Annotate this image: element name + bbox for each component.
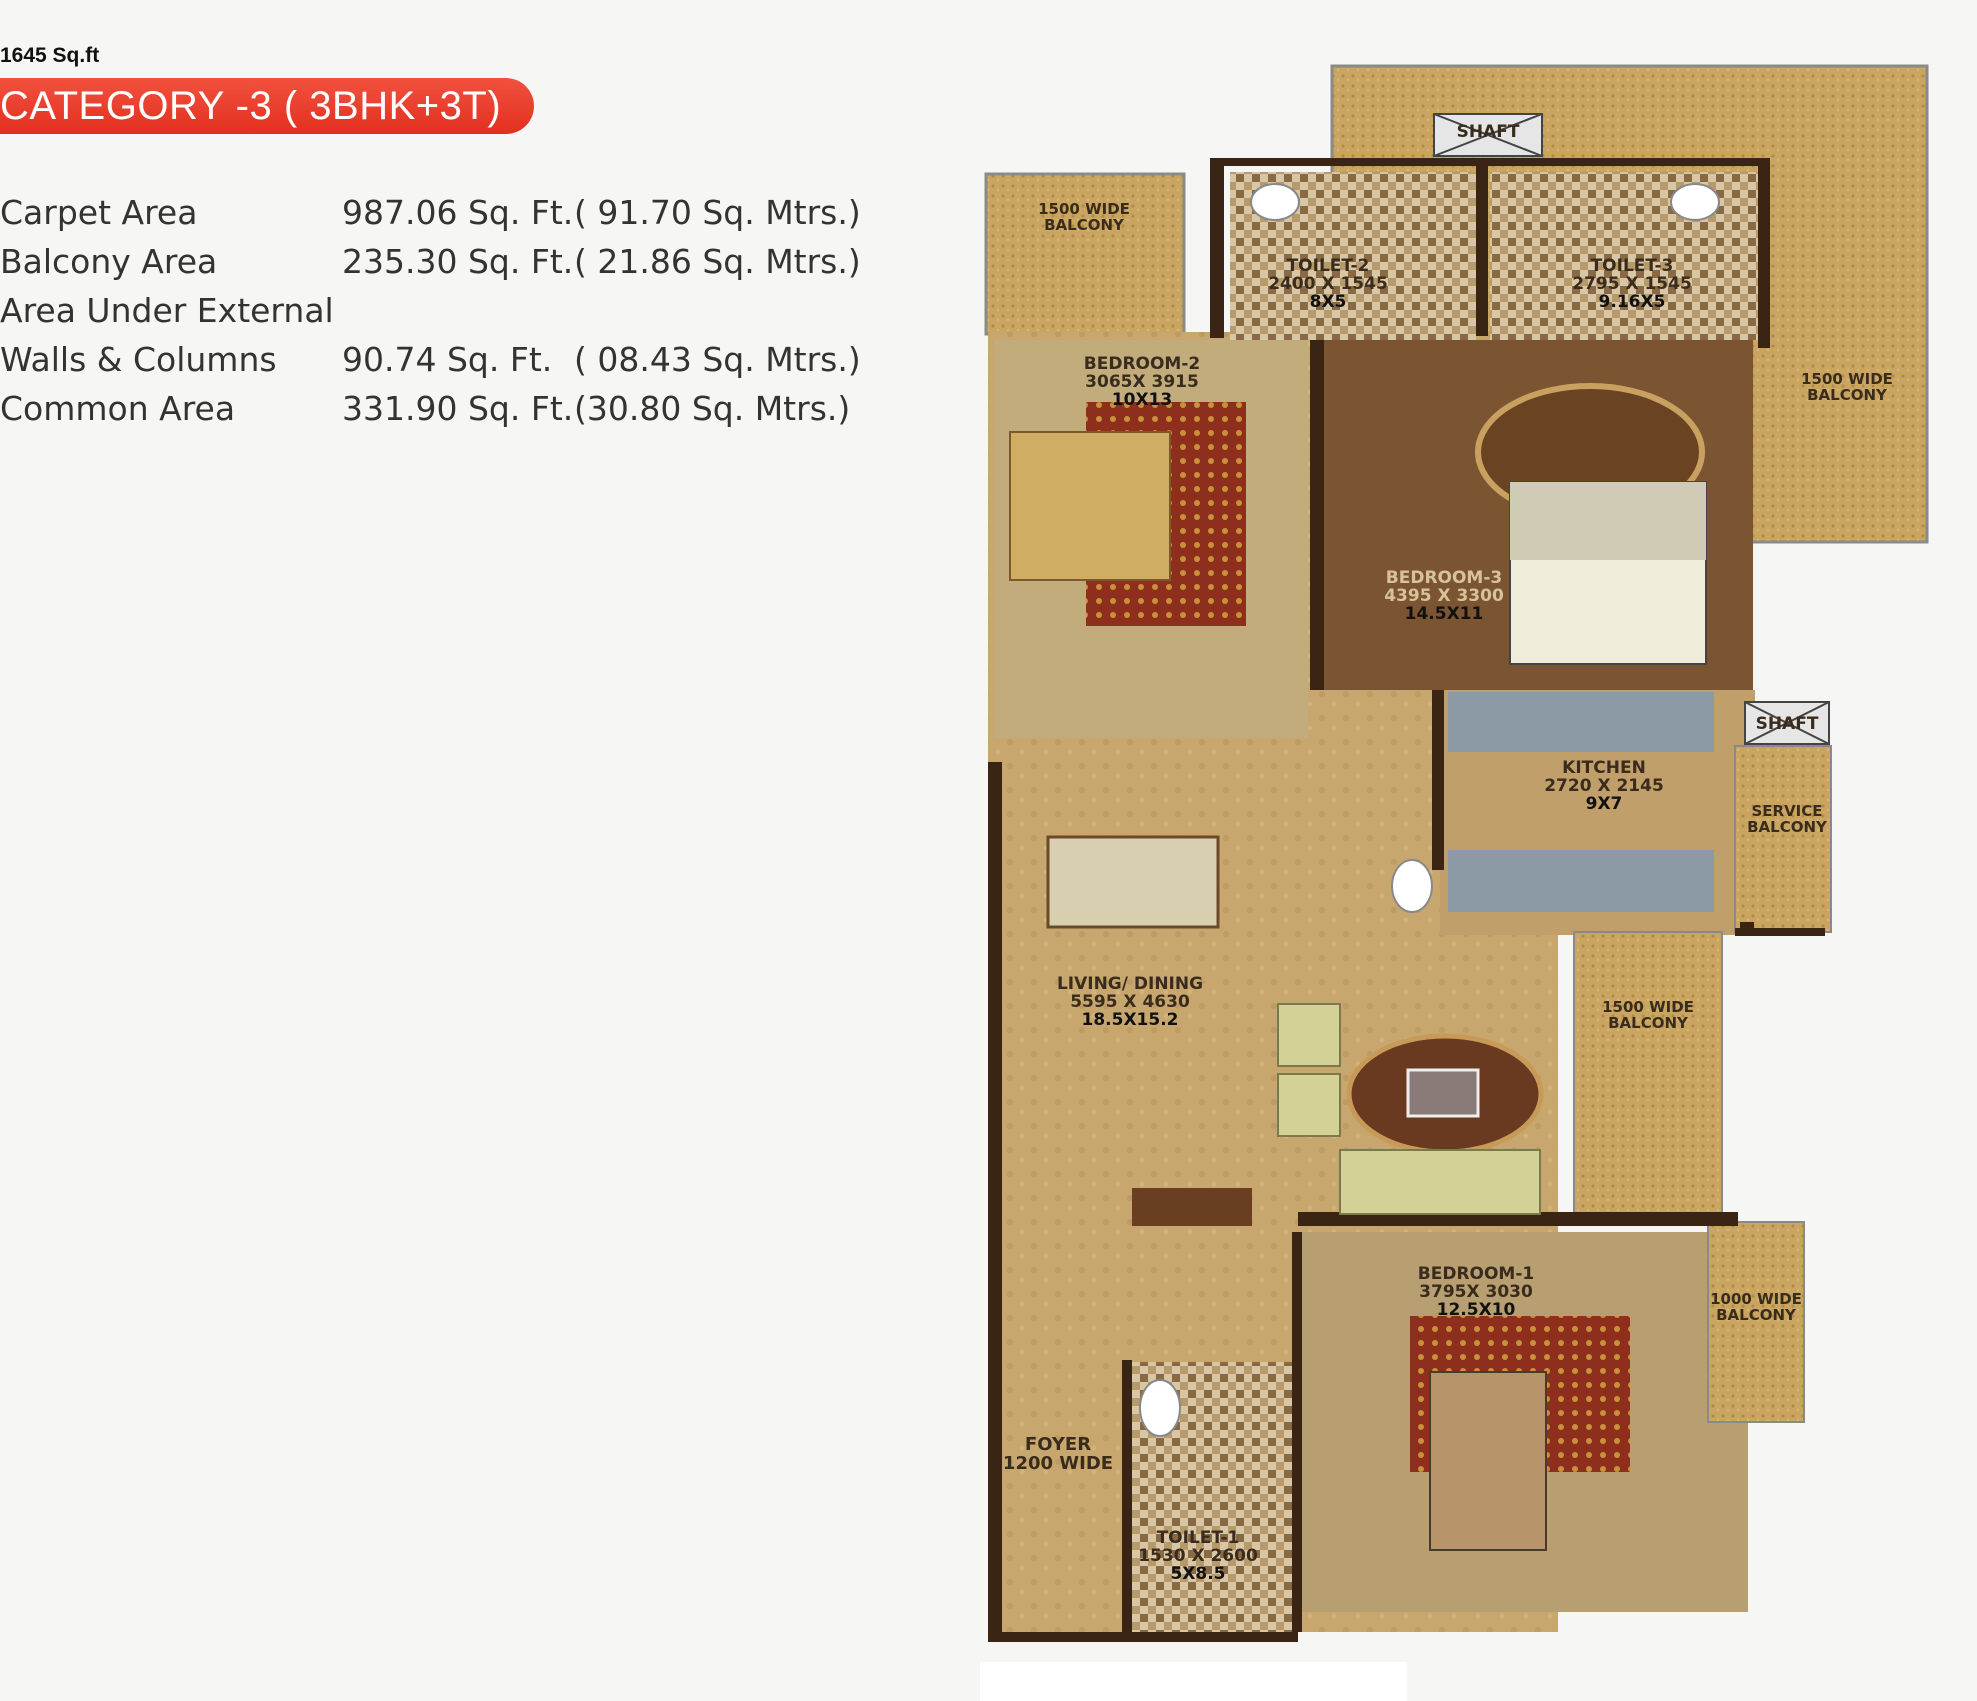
room-dims: 5595 X 4630 xyxy=(1070,991,1190,1012)
area-sqm: (30.80 Sq. Mtrs.) xyxy=(574,389,851,428)
label-balcony-right-top: 1500 WIDE BALCONY xyxy=(1801,370,1893,404)
area-label: Balcony Area xyxy=(0,242,218,281)
bedroom-1-bed xyxy=(1429,1371,1547,1551)
room-dims: 3065X 3915 xyxy=(1085,371,1199,392)
area-label: Walls & Columns xyxy=(0,340,277,379)
room-dims: 2720 X 2145 xyxy=(1544,775,1664,796)
tv-unit xyxy=(1132,1188,1252,1226)
room-dims: 1530 X 2600 xyxy=(1138,1545,1258,1566)
armchair xyxy=(1277,1003,1341,1067)
washbasin xyxy=(1139,1379,1181,1437)
size-note: 1645 Sq.ft xyxy=(0,44,100,67)
area-sqft: 331.90 Sq. Ft. xyxy=(342,389,574,428)
label-bedroom-3: BEDROOM-3 4395 X 3300 14.5X11 xyxy=(1384,568,1504,624)
room-name: BEDROOM-2 xyxy=(1083,354,1201,374)
room-feet: 9.16X5 xyxy=(1598,291,1666,312)
area-row: Carpet Area 987.06 Sq. Ft. ( 91.70 Sq. M… xyxy=(0,188,861,237)
bedroom-2-bed xyxy=(1009,431,1171,581)
label-toilet-1: TOILET-1 1530 X 2600 5X8.5 xyxy=(1138,1528,1258,1584)
washbasin xyxy=(1670,183,1720,221)
room-name-2: BALCONY xyxy=(1044,215,1124,234)
room-name: FOYER xyxy=(1024,1434,1092,1455)
footer-patch xyxy=(980,1662,1407,1701)
room-name-2: BALCONY xyxy=(1807,385,1887,404)
area-sqft: 90.74 Sq. Ft. xyxy=(342,340,553,379)
area-row: Area Under External xyxy=(0,286,861,335)
balcony-top-left xyxy=(984,172,1186,336)
label-foyer: FOYER 1200 WIDE xyxy=(1002,1434,1114,1474)
label-toilet-3: TOILET-3 2795 X 1545 9.16X5 xyxy=(1572,256,1692,312)
room-name: SERVICE xyxy=(1751,802,1823,820)
room-dims: 2795 X 1545 xyxy=(1572,273,1692,294)
balcony-mid-right xyxy=(1573,931,1723,1218)
room-dims: 2400 X 1545 xyxy=(1268,273,1388,294)
room-name: SHAFT xyxy=(1755,714,1819,734)
room-name: KITCHEN xyxy=(1562,758,1646,778)
room-feet: 14.5X11 xyxy=(1404,603,1484,624)
coffee-table xyxy=(1406,1068,1480,1118)
label-shaft-top: SHAFT xyxy=(1456,122,1520,142)
floor-plan: 1500 WIDE BALCONY SHAFT TOILET-2 2400 X … xyxy=(980,62,1945,1657)
area-sqft: 987.06 Sq. Ft. xyxy=(342,193,574,232)
kitchen-counter-bottom xyxy=(1448,850,1714,912)
room-feet: 8X5 xyxy=(1309,291,1347,312)
washbasin xyxy=(1391,859,1433,913)
room-name-2: BALCONY xyxy=(1716,1305,1796,1324)
walls xyxy=(988,158,1825,1642)
sofa xyxy=(1339,1149,1541,1215)
armchair xyxy=(1277,1073,1341,1137)
room-name: TOILET-3 xyxy=(1590,256,1674,276)
balcony-1000 xyxy=(1707,1221,1805,1423)
label-bedroom-1: BEDROOM-1 3795X 3030 12.5X10 xyxy=(1417,1264,1535,1320)
service-balcony-area xyxy=(1734,745,1832,933)
room-name: 1500 WIDE xyxy=(1038,200,1130,218)
area-sqm: ( 91.70 Sq. Mtrs.) xyxy=(574,193,861,232)
area-label: Common Area xyxy=(0,389,236,428)
washbasin xyxy=(1250,183,1300,221)
room-dims: 3795X 3030 xyxy=(1419,1281,1533,1302)
area-sqm: ( 21.86 Sq. Mtrs.) xyxy=(574,242,861,281)
room-name: LIVING/ DINING xyxy=(1056,974,1204,994)
room-feet: 5X8.5 xyxy=(1170,1563,1226,1584)
label-balcony-mid-right: 1500 WIDE BALCONY xyxy=(1602,998,1694,1032)
room-name: SHAFT xyxy=(1456,122,1520,142)
label-kitchen: KITCHEN 2720 X 2145 9X7 xyxy=(1544,758,1664,814)
room-feet: 9X7 xyxy=(1585,793,1623,814)
category-banner: CATEGORY -3 ( 3BHK+3T) xyxy=(0,78,534,134)
room-name: 1500 WIDE xyxy=(1801,370,1893,388)
area-row: Common Area 331.90 Sq. Ft. (30.80 Sq. Mt… xyxy=(0,384,861,433)
room-name-2: 1200 WIDE xyxy=(1002,1452,1114,1474)
area-row: Balcony Area 235.30 Sq. Ft. ( 21.86 Sq. … xyxy=(0,237,861,286)
label-service-balcony: SERVICE BALCONY xyxy=(1747,802,1827,836)
label-bedroom-2: BEDROOM-2 3065X 3915 10X13 xyxy=(1083,354,1201,410)
floor-plan-drawing xyxy=(984,64,1929,1642)
label-balcony-top-left: 1500 WIDE BALCONY xyxy=(1038,200,1130,234)
room-dims: 4395 X 3300 xyxy=(1384,585,1504,606)
room-name: TOILET-1 xyxy=(1156,1528,1240,1548)
area-label: Carpet Area xyxy=(0,193,198,232)
room-name-2: BALCONY xyxy=(1608,1013,1688,1032)
room-feet: 18.5X15.2 xyxy=(1081,1009,1179,1030)
area-row: Walls & Columns 90.74 Sq. Ft. ( 08.43 Sq… xyxy=(0,335,861,384)
area-sqm: ( 08.43 Sq. Mtrs.) xyxy=(574,340,861,379)
area-sqft: 235.30 Sq. Ft. xyxy=(342,242,574,281)
dining-table xyxy=(1046,835,1220,929)
room-name: 1500 WIDE xyxy=(1602,998,1694,1016)
area-table: Carpet Area 987.06 Sq. Ft. ( 91.70 Sq. M… xyxy=(0,188,861,433)
area-label: Area Under External xyxy=(0,291,334,330)
kitchen-counter-top xyxy=(1448,692,1714,752)
room-feet: 10X13 xyxy=(1111,389,1173,410)
room-name: BEDROOM-3 xyxy=(1385,568,1503,588)
room-name: 1000 WIDE xyxy=(1710,1290,1802,1308)
label-shaft-kitchen: SHAFT xyxy=(1755,714,1819,734)
label-toilet-2: TOILET-2 2400 X 1545 8X5 xyxy=(1268,256,1388,312)
room-feet: 12.5X10 xyxy=(1436,1299,1516,1320)
label-living-dining: LIVING/ DINING 5595 X 4630 18.5X15.2 xyxy=(1056,974,1204,1030)
label-balcony-1000: 1000 WIDE BALCONY xyxy=(1710,1290,1802,1324)
room-name: BEDROOM-1 xyxy=(1417,1264,1535,1284)
room-name-2: BALCONY xyxy=(1747,817,1827,836)
room-name: TOILET-2 xyxy=(1286,256,1370,276)
